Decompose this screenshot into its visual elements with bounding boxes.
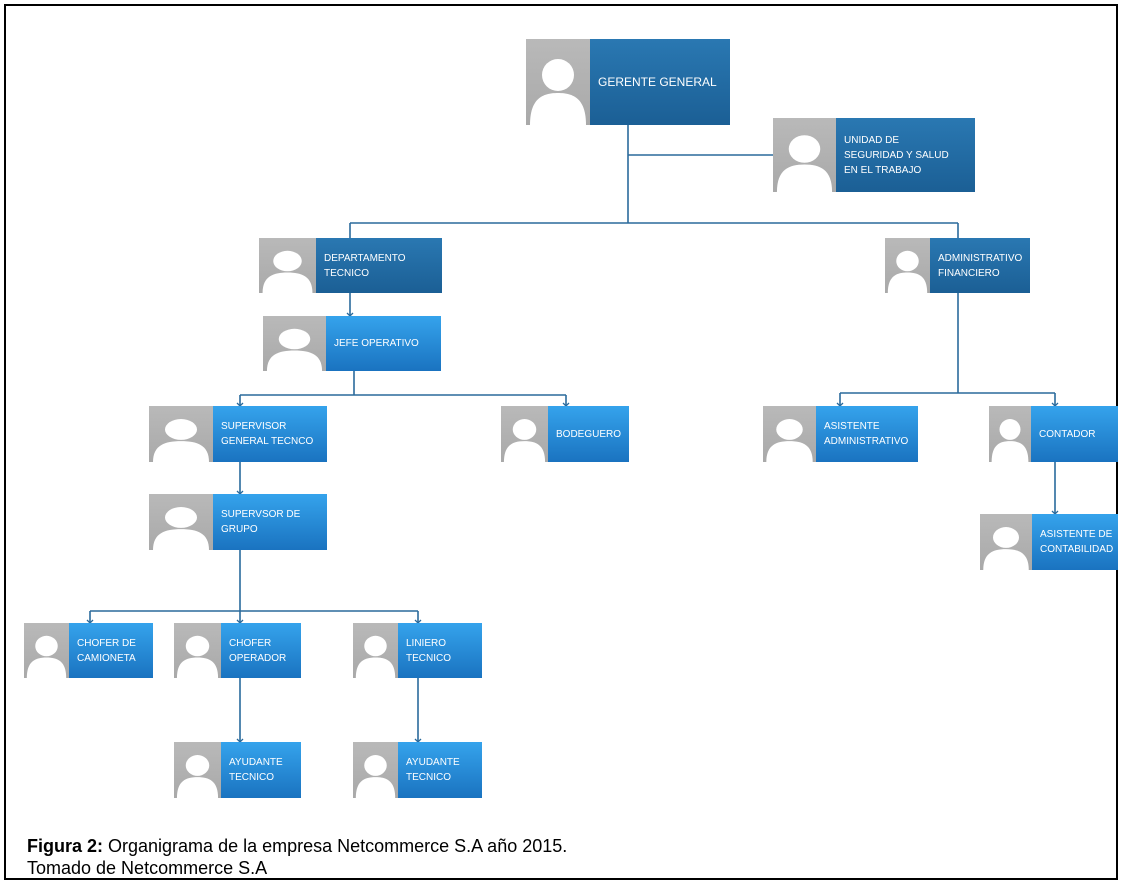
node-label: ASISTENTE ADMINISTRATIVO <box>816 406 918 462</box>
node-label: SUPERVISOR GENERAL TECNCO <box>213 406 327 462</box>
node-liniero-tecnico: LINIERO TECNICO <box>353 623 482 678</box>
figure-caption: Figura 2: Organigrama de la empresa Netc… <box>27 836 567 857</box>
person-silhouette-icon <box>353 623 398 678</box>
node-label: SUPERVSOR DE GRUPO <box>213 494 327 550</box>
node-ayudante-tecnico-1: AYUDANTE TECNICO <box>174 742 301 798</box>
node-administrativo-financiero: ADMINISTRATIVO FINANCIERO <box>885 238 1030 293</box>
node-asistente-administrativo: ASISTENTE ADMINISTRATIVO <box>763 406 918 462</box>
caption-text: Organigrama de la empresa Netcommerce S.… <box>103 836 568 856</box>
node-label: DEPARTAMENTO TECNICO <box>316 238 442 293</box>
node-chofer-operador: CHOFER OPERADOR <box>174 623 301 678</box>
person-silhouette-icon <box>763 406 816 462</box>
node-asistente-contabilidad: ASISTENTE DE CONTABILIDAD <box>980 514 1118 570</box>
node-unidad-seguridad: UNIDAD DE SEGURIDAD Y SALUD EN EL TRABAJ… <box>773 118 975 192</box>
person-silhouette-icon <box>353 742 398 798</box>
node-ayudante-tecnico-2: AYUDANTE TECNICO <box>353 742 482 798</box>
person-silhouette-icon <box>174 623 221 678</box>
node-label: CONTADOR <box>1031 406 1118 462</box>
caption-label: Figura 2: <box>27 836 104 856</box>
node-label: UNIDAD DE SEGURIDAD Y SALUD EN EL TRABAJ… <box>836 118 975 192</box>
node-label: ASISTENTE DE CONTABILIDAD <box>1032 514 1118 570</box>
figure-source: Tomado de Netcommerce S.A <box>27 858 268 878</box>
person-silhouette-icon <box>174 742 221 798</box>
node-chofer-camioneta: CHOFER DE CAMIONETA <box>24 623 153 678</box>
node-label: ADMINISTRATIVO FINANCIERO <box>930 238 1030 293</box>
node-label: GERENTE GENERAL <box>590 39 730 125</box>
node-label: CHOFER DE CAMIONETA <box>69 623 153 678</box>
node-label: AYUDANTE TECNICO <box>398 742 482 798</box>
person-silhouette-icon <box>773 118 836 192</box>
node-departamento-tecnico: DEPARTAMENTO TECNICO <box>259 238 442 293</box>
person-silhouette-icon <box>885 238 930 293</box>
node-contador: CONTADOR <box>989 406 1118 462</box>
node-bodeguero: BODEGUERO <box>501 406 629 462</box>
person-silhouette-icon <box>24 623 69 678</box>
person-silhouette-icon <box>526 39 590 125</box>
node-gerente-general: GERENTE GENERAL <box>526 39 730 125</box>
node-label: LINIERO TECNICO <box>398 623 482 678</box>
node-supervisor-grupo: SUPERVSOR DE GRUPO <box>149 494 327 550</box>
node-label: AYUDANTE TECNICO <box>221 742 301 798</box>
person-silhouette-icon <box>980 514 1032 570</box>
person-silhouette-icon <box>263 316 326 371</box>
node-jefe-operativo: JEFE OPERATIVO <box>263 316 441 371</box>
person-silhouette-icon <box>989 406 1031 462</box>
node-label: JEFE OPERATIVO <box>326 316 441 371</box>
node-label: BODEGUERO <box>548 406 629 462</box>
person-silhouette-icon <box>149 494 213 550</box>
person-silhouette-icon <box>149 406 213 462</box>
node-label: CHOFER OPERADOR <box>221 623 301 678</box>
person-silhouette-icon <box>501 406 548 462</box>
node-supervisor-general: SUPERVISOR GENERAL TECNCO <box>149 406 327 462</box>
person-silhouette-icon <box>259 238 316 293</box>
